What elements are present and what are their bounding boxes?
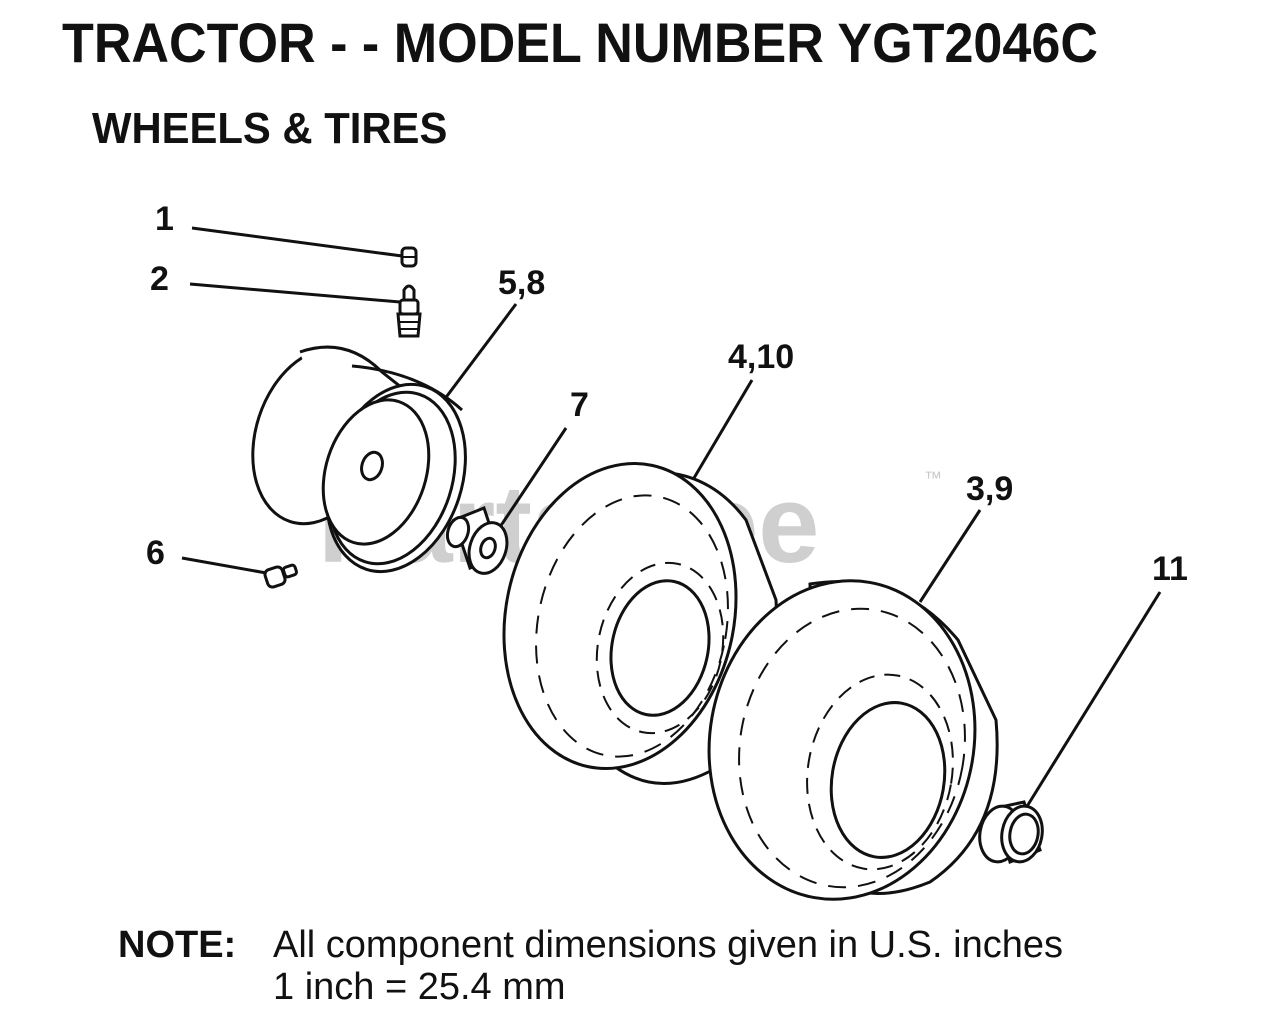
callout-5-8: 5,8: [498, 264, 545, 302]
watermark-trademark: ™: [924, 468, 942, 488]
wheel-bushing-part: [978, 800, 1044, 865]
rim-bushing-part: [445, 506, 509, 575]
valve-cap-part: [400, 246, 418, 268]
callout-7: 7: [570, 386, 589, 424]
leader-line-7: [496, 427, 568, 531]
callout-11: 11: [1152, 550, 1188, 588]
grease-fitting-part: [263, 563, 298, 589]
section-title: WHEELS & TIRES: [92, 104, 448, 153]
callout-1: 1: [155, 200, 174, 238]
note-line-2: 1 inch = 25.4 mm: [273, 966, 566, 1008]
leader-line-4-10: [692, 379, 754, 479]
dimension-note: NOTE: All component dimensions given in U…: [118, 924, 1063, 1008]
page-title: TRACTOR - - MODEL NUMBER YGT2046C: [62, 11, 1098, 74]
callout-2: 2: [150, 260, 169, 298]
valve-stem-part: [396, 284, 422, 338]
leader-line-5-8: [442, 303, 518, 401]
leader-line-6: [181, 556, 273, 576]
leader-line-1: [191, 226, 403, 258]
note-line-1: All component dimensions given in U.S. i…: [273, 924, 1063, 966]
note-text: All component dimensions given in U.S. i…: [273, 924, 1063, 1008]
note-label: NOTE:: [118, 924, 237, 966]
callout-4-10: 4,10: [728, 338, 794, 376]
rear-tire-part: [707, 579, 999, 901]
leader-line-2: [189, 282, 401, 304]
leader-lines: [181, 226, 1162, 809]
callout-6: 6: [146, 534, 165, 572]
leader-line-11: [1024, 591, 1162, 809]
leader-line-3-9: [918, 509, 982, 603]
callout-3-9: 3,9: [966, 470, 1013, 508]
wheel-rim-part: [251, 345, 467, 574]
